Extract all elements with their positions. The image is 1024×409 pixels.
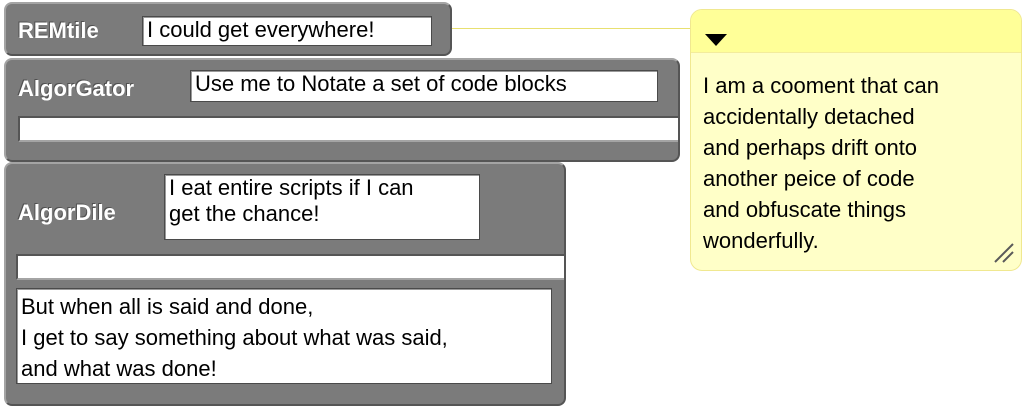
algordile-block[interactable]: AlgorDile I eat entire scripts if I can … [4,162,566,406]
triangle-down-icon[interactable] [705,34,727,46]
algordile-c-slot[interactable] [16,254,564,280]
comment-titlebar[interactable] [691,10,1021,53]
comment-connector-line [452,28,692,29]
algorgator-block[interactable]: AlgorGator Use me to Notate a set of cod… [4,58,680,162]
remtile-block[interactable]: REMtile I could get everywhere! [4,2,452,56]
remtile-text-slot[interactable]: I could get everywhere! [142,16,432,46]
algordile-inner-text-slot[interactable]: But when all is said and done, I get to … [16,288,552,384]
resize-grip-icon[interactable] [993,242,1015,264]
algordile-text-slot[interactable]: I eat entire scripts if I can get the ch… [164,174,480,240]
remtile-label: REMtile [18,18,99,43]
comment-box[interactable]: I am a cooment that can accidentally det… [690,9,1022,271]
algordile-label: AlgorDile [18,200,116,225]
algorgator-label: AlgorGator [18,76,135,101]
comment-text[interactable]: I am a cooment that can accidentally det… [703,73,940,253]
algorgator-c-slot[interactable] [18,116,678,142]
algorgator-text-slot[interactable]: Use me to Notate a set of code blocks [190,70,658,102]
